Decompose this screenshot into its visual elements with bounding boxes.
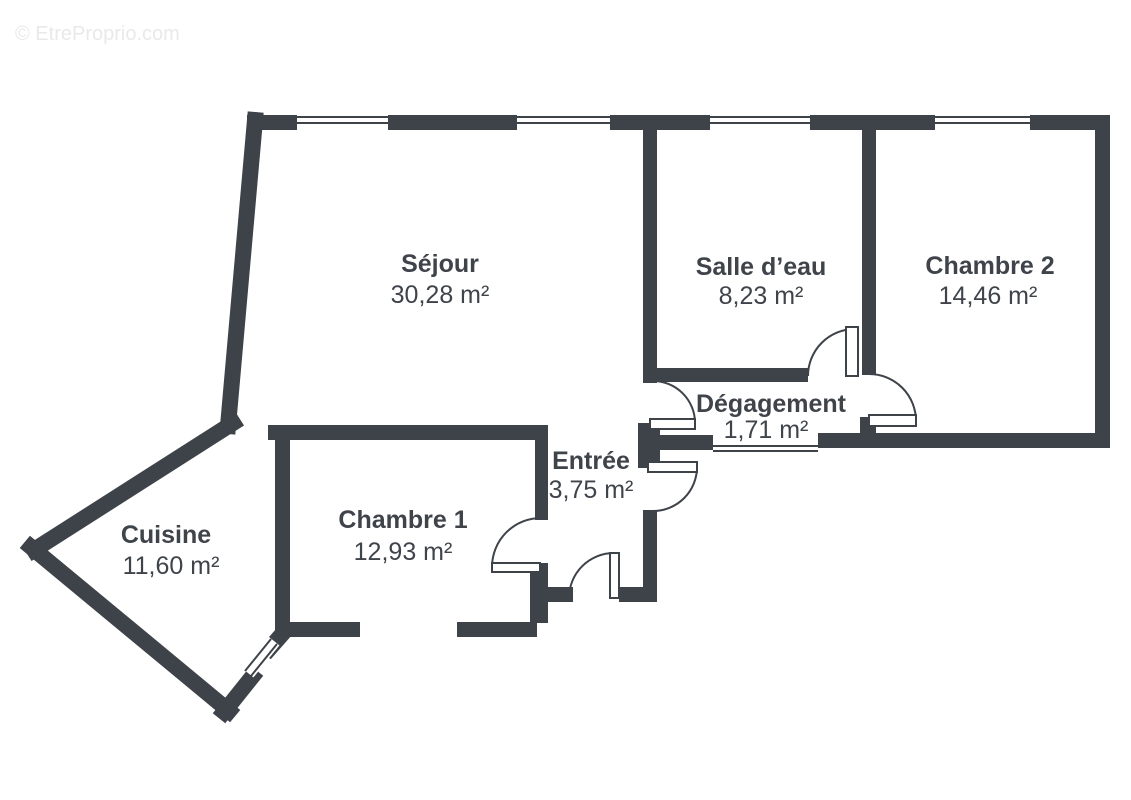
door-arc bbox=[652, 466, 698, 512]
door-entree-degagement bbox=[647, 461, 698, 512]
room-labels: Séjour 30,28 m² Salle d’eau 8,23 m² Cham… bbox=[121, 250, 1055, 580]
wall-top-4 bbox=[810, 115, 935, 130]
walls bbox=[19, 111, 1110, 724]
wall-top-2 bbox=[388, 115, 517, 130]
wall-salledeau-bottom bbox=[657, 368, 808, 382]
wall-chambre1-stub bbox=[530, 563, 548, 623]
wall-entree-bottom-right bbox=[619, 587, 657, 602]
wall-top-5 bbox=[1030, 115, 1110, 130]
room-label-cuisine: Cuisine bbox=[121, 521, 211, 549]
room-label-chambre2: Chambre 2 bbox=[925, 252, 1054, 280]
room-label-entree: Entrée bbox=[552, 447, 630, 475]
door-leaf bbox=[845, 326, 859, 377]
window-salledeau bbox=[710, 114, 810, 131]
door-leaf bbox=[649, 418, 696, 430]
wall-chambre1-left bbox=[275, 425, 290, 637]
room-area-chambre2: 14,46 m² bbox=[939, 282, 1038, 310]
door-arc bbox=[652, 380, 696, 424]
door-arc bbox=[868, 373, 917, 422]
wall-top-3 bbox=[610, 115, 710, 130]
door-salledeau bbox=[807, 326, 859, 377]
window-sejour-2 bbox=[517, 114, 610, 131]
door-arc bbox=[491, 517, 542, 568]
wall-entree-bottom-left bbox=[548, 587, 573, 602]
wall-entree-right bbox=[643, 510, 657, 602]
room-area-sejour: 30,28 m² bbox=[391, 281, 490, 309]
room-label-sejour: Séjour bbox=[401, 250, 479, 278]
room-area-salledeau: 8,23 m² bbox=[719, 282, 804, 310]
window-cuisine-diagonal bbox=[242, 636, 280, 678]
door-chambre2 bbox=[868, 373, 917, 427]
door-degagement bbox=[649, 380, 696, 430]
room-area-chambre1: 12,93 m² bbox=[354, 538, 453, 566]
wall-chambre1-right bbox=[535, 430, 548, 520]
wall-right bbox=[1095, 115, 1110, 447]
wall-cuisine-right-diagonal-1 bbox=[212, 665, 264, 724]
wall-cuisine-lower-diagonal bbox=[19, 535, 241, 723]
wall-cuisine-upper-diagonal bbox=[22, 411, 245, 562]
wall-sejour-salledeau bbox=[643, 130, 657, 383]
room-area-cuisine: 11,60 m² bbox=[123, 552, 220, 580]
room-label-chambre1: Chambre 1 bbox=[338, 506, 467, 534]
room-area-degagement: 1,71 m² bbox=[724, 416, 809, 444]
door-front-entrance bbox=[568, 552, 620, 599]
wall-chambre1-bottom-right bbox=[457, 622, 537, 637]
opening-degagement-bottom bbox=[713, 443, 818, 453]
wall-salledeau-chambre2 bbox=[862, 130, 876, 375]
door-chambre1 bbox=[491, 517, 542, 573]
door-leaf bbox=[868, 414, 917, 427]
door-leaf bbox=[647, 461, 698, 473]
window-sejour-1 bbox=[297, 114, 388, 131]
wall-chambre1-top bbox=[268, 425, 548, 440]
room-label-salledeau: Salle d’eau bbox=[696, 253, 827, 281]
door-leaf bbox=[609, 552, 620, 599]
windows bbox=[242, 114, 1030, 678]
wall-bottom-right-wing bbox=[818, 433, 1110, 448]
watermark-text: © EtreProprio.com bbox=[15, 23, 180, 45]
door-arc bbox=[568, 552, 615, 599]
room-area-entree: 3,75 m² bbox=[549, 476, 634, 504]
wall-chambre1-bottom-left bbox=[278, 622, 360, 637]
door-leaf bbox=[491, 562, 541, 573]
wall-stub-degagement bbox=[638, 423, 660, 468]
room-label-degagement: Dégagement bbox=[696, 390, 847, 418]
doors bbox=[491, 326, 917, 599]
window-chambre2 bbox=[935, 114, 1030, 131]
wall-sejour-left-diagonal bbox=[219, 111, 264, 435]
wall-corridor-bottom bbox=[658, 435, 713, 450]
